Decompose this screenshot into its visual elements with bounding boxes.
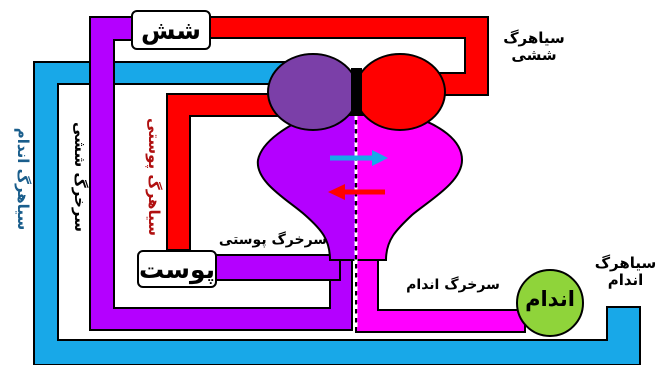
pulmonary-artery-label: سرخرگ ششی bbox=[71, 122, 89, 232]
arrow-left-icon bbox=[328, 184, 385, 200]
systemic-vein-vessel bbox=[33, 61, 641, 366]
left-atrium bbox=[267, 53, 359, 131]
skin-artery-label: سرخرگ پوستی bbox=[218, 232, 328, 248]
pulmonary-vein-label: سیاهرگ ششی bbox=[503, 29, 565, 64]
ventricle-right bbox=[355, 114, 464, 261]
body-organ bbox=[516, 269, 584, 337]
systemic-vein-left-label: سیاهرگ اندام bbox=[14, 127, 32, 231]
systemic-vein-right-label: سیاهرگ اندام bbox=[594, 254, 657, 289]
atrial-septum bbox=[351, 68, 362, 116]
body-artery-label: سرخرگ اندام bbox=[406, 277, 500, 293]
ventricle-left bbox=[256, 114, 357, 261]
skin-vein-label: سیاهرگ پوستی bbox=[145, 118, 163, 236]
skin-box: پوست bbox=[137, 250, 217, 288]
skin-artery-vessel bbox=[209, 254, 341, 281]
body-label: اندام bbox=[525, 287, 575, 311]
right-atrium bbox=[354, 53, 446, 131]
arrow-right-icon bbox=[330, 150, 388, 166]
pulmonary-artery-vessel bbox=[89, 16, 353, 331]
lungs-box: شش bbox=[131, 10, 211, 50]
